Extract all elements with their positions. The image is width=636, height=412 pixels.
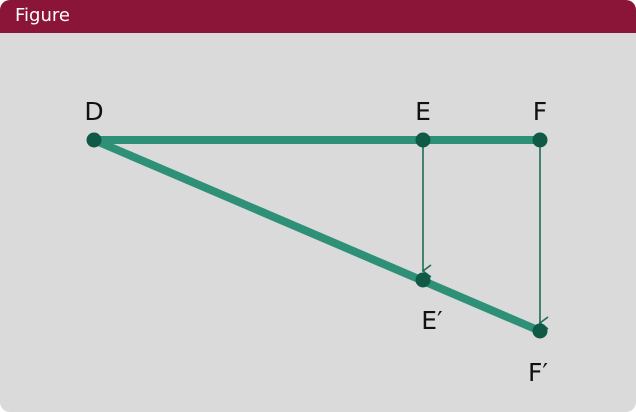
label-e-prime: E′ <box>421 306 443 335</box>
segment-df-prime <box>90 136 544 335</box>
label-e: E <box>415 97 431 126</box>
figure-title: Figure <box>15 5 70 26</box>
label-d: D <box>84 97 103 126</box>
point-e-prime <box>415 272 431 288</box>
point-d <box>86 132 102 148</box>
label-f-prime: F′ <box>528 358 548 387</box>
point-f <box>532 132 548 148</box>
figure-header: Figure <box>0 0 636 33</box>
point-f-prime <box>532 323 548 339</box>
point-e <box>415 132 431 148</box>
label-f: F <box>533 97 547 126</box>
